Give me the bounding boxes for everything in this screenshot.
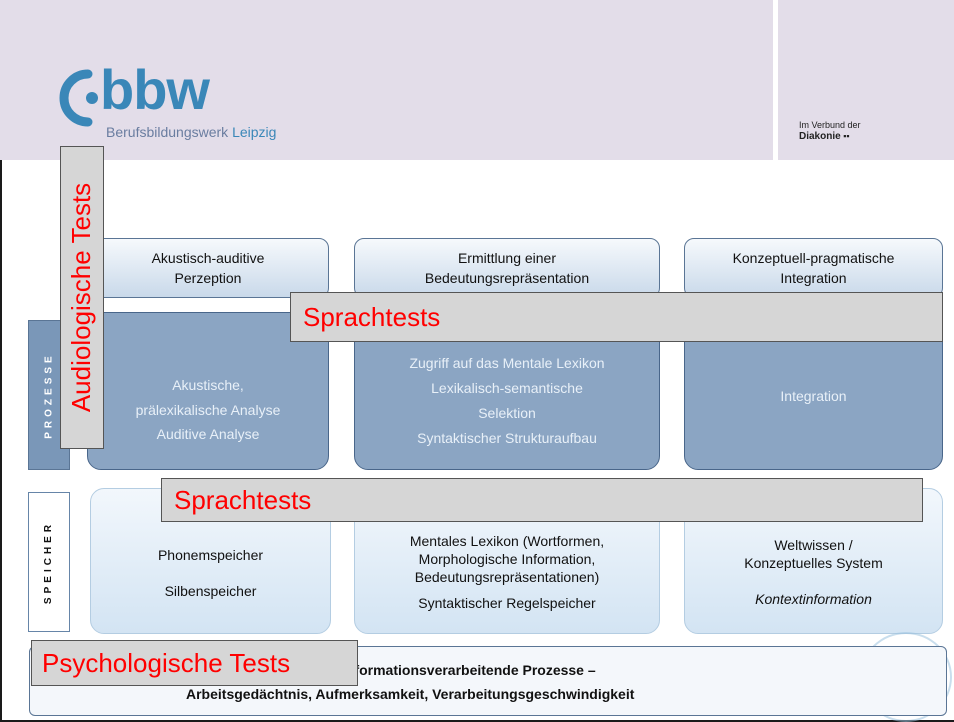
diakonie-icon: ▪▪ bbox=[843, 130, 850, 141]
psychologische-bar: Psychologische Tests bbox=[31, 640, 358, 686]
store-line: Syntaktischer Regelspeicher bbox=[418, 595, 596, 612]
psychologische-label: Psychologische Tests bbox=[42, 647, 291, 678]
store-line: Kontextinformation bbox=[755, 591, 872, 608]
store-line: Silbenspeicher bbox=[164, 583, 257, 599]
bbw-logo-icon bbox=[59, 69, 98, 127]
store-line: Bedeutungsrepräsentationen) bbox=[414, 569, 600, 585]
store-line: Konzeptuelles System bbox=[744, 554, 883, 571]
top-box-line: Ermittlung einer bbox=[457, 249, 557, 266]
top-box-integration: Konzeptuell-pragmatische Integration bbox=[684, 238, 943, 298]
bottom-line2: Arbeitsgedächtnis, Aufmerksamkeit, Verar… bbox=[186, 686, 635, 702]
process-line: Syntaktischer Strukturaufbau bbox=[417, 429, 597, 446]
process-line: Integration bbox=[780, 387, 847, 404]
process-line: prälexikalische Analyse bbox=[135, 401, 281, 418]
sprachtests-label: Sprachtests bbox=[174, 484, 312, 515]
process-line: Lexikalisch-semantische bbox=[431, 380, 583, 397]
process-line: Akustische, bbox=[172, 376, 244, 393]
logo-subtitle-prefix: Berufsbildungswerk bbox=[106, 124, 233, 140]
sprachtests-bar-bottom: Sprachtests bbox=[161, 478, 923, 522]
process-box-acoustic: Akustische, prälexikalische Analyse Audi… bbox=[87, 312, 329, 470]
top-box-perzeption: Akustisch-auditive Perzeption bbox=[87, 238, 329, 298]
top-box-line: Akustisch-auditive bbox=[151, 249, 265, 266]
verbund-label: Im Verbund der Diakonie ▪▪ bbox=[799, 120, 861, 142]
logo-wordmark: bbw bbox=[100, 58, 210, 121]
bottom-line1: informationsverarbeitende Prozesse – bbox=[342, 662, 596, 678]
store-line: Weltwissen / bbox=[774, 536, 853, 553]
logo-subtitle: Berufsbildungswerk Leipzig bbox=[106, 124, 276, 140]
audiologische-label: Audiologische Tests bbox=[66, 182, 97, 413]
top-box-line: Integration bbox=[780, 270, 847, 286]
logo-subtitle-city: Leipzig bbox=[232, 124, 277, 140]
header-right-panel bbox=[778, 0, 954, 160]
header-separator bbox=[773, 0, 778, 160]
speicher-label: SPEICHER bbox=[28, 492, 70, 632]
process-line: Zugriff auf das Mentale Lexikon bbox=[409, 355, 605, 372]
top-box-bedeutung: Ermittlung einer Bedeutungsrepräsentatio… bbox=[354, 238, 660, 298]
store-line: Mentales Lexikon (Wortformen, bbox=[409, 532, 605, 549]
process-line: Selektion bbox=[478, 405, 536, 421]
process-line: Auditive Analyse bbox=[156, 426, 260, 443]
top-box-line: Konzeptuell-pragmatische bbox=[732, 249, 895, 266]
sprachtests-bar-top: Sprachtests bbox=[290, 292, 943, 342]
header-band bbox=[0, 0, 773, 160]
store-line: Phonemspeicher bbox=[157, 546, 264, 563]
verbund-line1: Im Verbund der bbox=[799, 120, 861, 130]
sprachtests-label: Sprachtests bbox=[303, 301, 441, 332]
audiologische-bar bbox=[60, 146, 104, 449]
store-line: Morphologische Information, bbox=[418, 550, 596, 567]
top-box-line: Perzeption bbox=[174, 270, 242, 286]
top-box-line: Bedeutungsrepräsentation bbox=[424, 270, 590, 286]
verbund-line2: Diakonie ▪▪ bbox=[799, 130, 850, 142]
